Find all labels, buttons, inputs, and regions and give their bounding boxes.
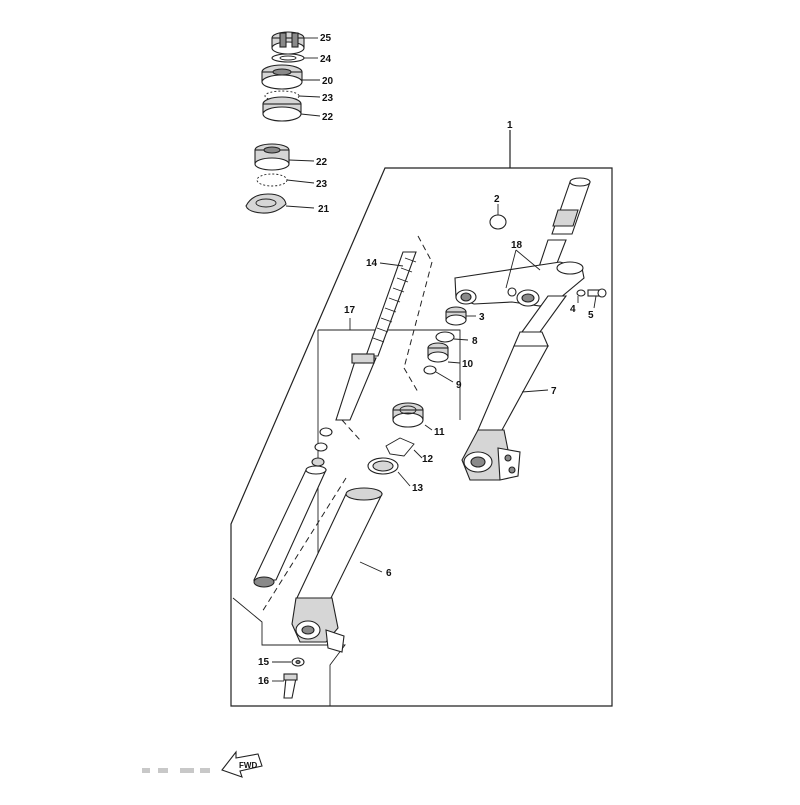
seal-and-cap-parts <box>423 214 507 375</box>
callout-24: 24 <box>320 54 332 65</box>
callout-17: 17 <box>344 305 356 316</box>
inner-fork-tube <box>253 465 327 588</box>
callout-7: 7 <box>551 386 557 397</box>
assembly-outline <box>230 130 613 707</box>
steering-head-upper-stack <box>261 31 305 122</box>
callout-23-lower: 23 <box>316 179 328 190</box>
drain-bolt <box>283 657 305 699</box>
fwd-label: FWD <box>239 761 257 770</box>
callout-8: 8 <box>472 336 478 347</box>
callout-6: 6 <box>386 568 392 579</box>
callout-15: 15 <box>258 657 270 668</box>
callout-12: 12 <box>422 454 434 465</box>
steering-head-lower-stack <box>245 143 290 214</box>
under-bracket <box>454 261 585 307</box>
callout-25: 25 <box>320 33 332 44</box>
callout-4: 4 <box>570 304 576 315</box>
callout-3: 3 <box>479 312 485 323</box>
callout-14: 14 <box>366 258 378 269</box>
right-fork-leg <box>461 295 568 481</box>
callout-22-lower: 22 <box>316 157 328 168</box>
callout-16: 16 <box>258 676 270 687</box>
callout-5: 5 <box>588 310 594 321</box>
callout-1: 1 <box>507 120 513 131</box>
callout-9: 9 <box>456 380 462 391</box>
callout-2: 2 <box>494 194 500 205</box>
steering-stem <box>535 177 591 277</box>
callout-20: 20 <box>322 76 334 87</box>
fork-spring-and-rod <box>311 251 417 467</box>
bolt-and-washer <box>576 288 607 298</box>
scan-smudge <box>142 768 210 773</box>
callout-21: 21 <box>318 204 330 215</box>
callout-18: 18 <box>511 240 523 251</box>
assembly-guide-lines <box>261 235 433 613</box>
callout-22-upper: 22 <box>322 112 334 123</box>
callout-10: 10 <box>462 359 474 370</box>
forward-arrow-icon: FWD <box>221 750 263 778</box>
callout-11: 11 <box>434 427 445 438</box>
callout-labels: 1 2 3 4 5 6 7 8 9 10 11 12 13 14 15 16 1… <box>258 33 594 687</box>
callout-23-upper: 23 <box>322 93 334 104</box>
callout-13: 13 <box>412 483 424 494</box>
oil-seal-stack <box>367 402 424 475</box>
left-fork-leg <box>291 487 383 653</box>
leader-lines <box>272 37 597 682</box>
